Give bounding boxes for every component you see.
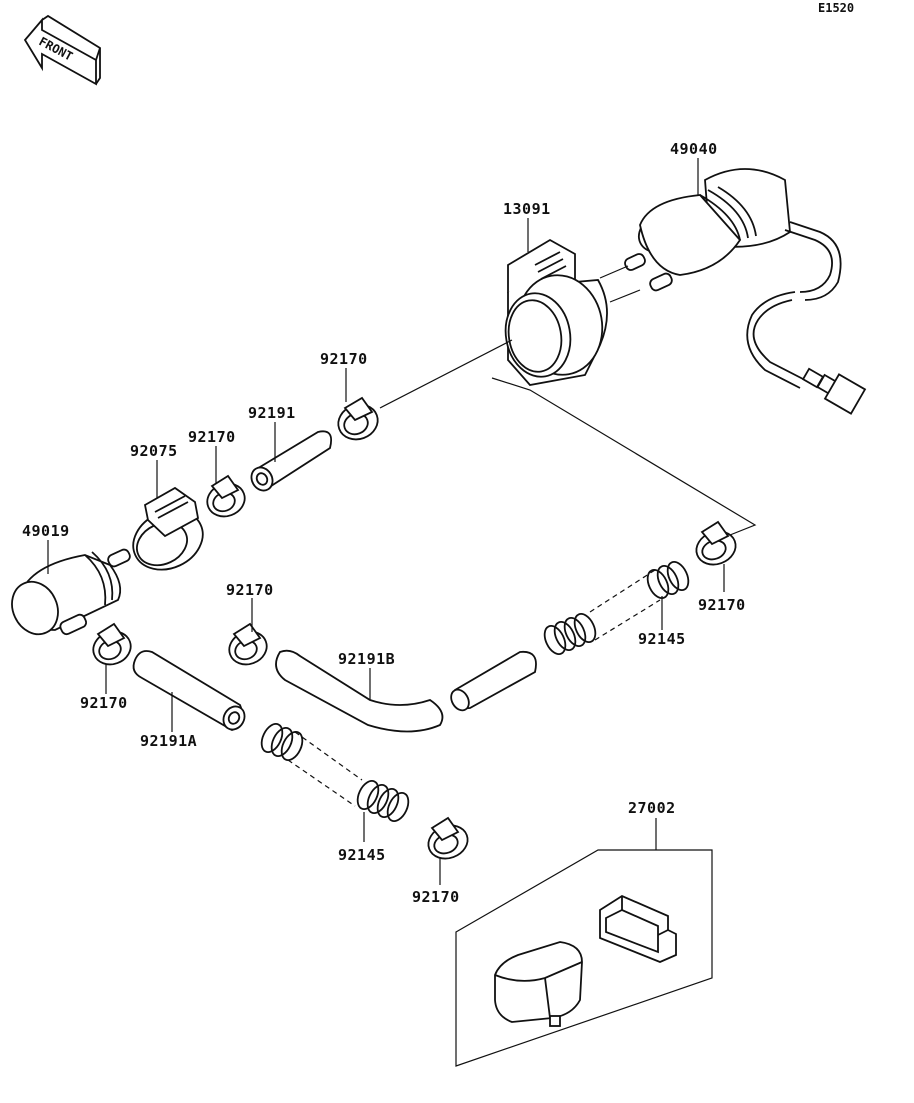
fuel-hose-b [275,649,537,733]
spring-lower-dash-bottom [287,759,356,807]
fuel-pump [624,168,867,415]
part-label-92145-right: 92145 [638,630,686,648]
part-label-92145-lower: 92145 [338,846,386,864]
spring-lower-dash-top [294,731,363,781]
hose-clamp-mid [206,474,246,518]
part-label-27002: 27002 [628,799,676,817]
part-label-92170-upper: 92170 [320,350,368,368]
part-label-92170-bottom: 92170 [412,888,460,906]
relay-connector [599,894,677,963]
leader-pump-link [599,265,629,279]
part-label-92170-filter: 92170 [80,694,128,712]
pump-bracket [504,238,608,386]
part-label-92075: 92075 [130,442,178,460]
spring-right-dash-top [589,569,656,613]
spring-right-dash-bottom [594,599,661,641]
hose-clamp-filter [92,622,132,666]
part-label-13091: 13091 [503,200,551,218]
fuel-filter [11,548,131,636]
relay-kit-outline [455,849,713,1067]
part-label-49040: 49040 [670,140,718,158]
part-label-92170-right: 92170 [698,596,746,614]
fuel-hose-a [132,650,246,731]
leader-pump-link-2 [609,289,641,303]
part-label-92191: 92191 [248,404,296,422]
front-arrow-icon [23,14,101,86]
leader-bracket-clamp [379,339,513,409]
hose-clamp-right [695,520,737,566]
leader-bracket-right [491,377,757,536]
relay-module [494,941,583,1027]
hose-clamp-upper [337,396,379,441]
part-label-92170-left: 92170 [226,581,274,599]
diagram-code: E1520 [818,1,854,15]
hose-clamp-left [228,622,268,666]
part-label-49019: 49019 [22,522,70,540]
part-label-92191b: 92191B [338,650,395,668]
hose-clamp-bottom [427,816,469,860]
fuel-hose-short [250,430,333,492]
filter-bracket [132,486,204,571]
part-label-92170-mid: 92170 [188,428,236,446]
spring-lower [260,722,410,823]
part-label-92191a: 92191A [140,732,197,750]
spring-right [543,560,690,656]
